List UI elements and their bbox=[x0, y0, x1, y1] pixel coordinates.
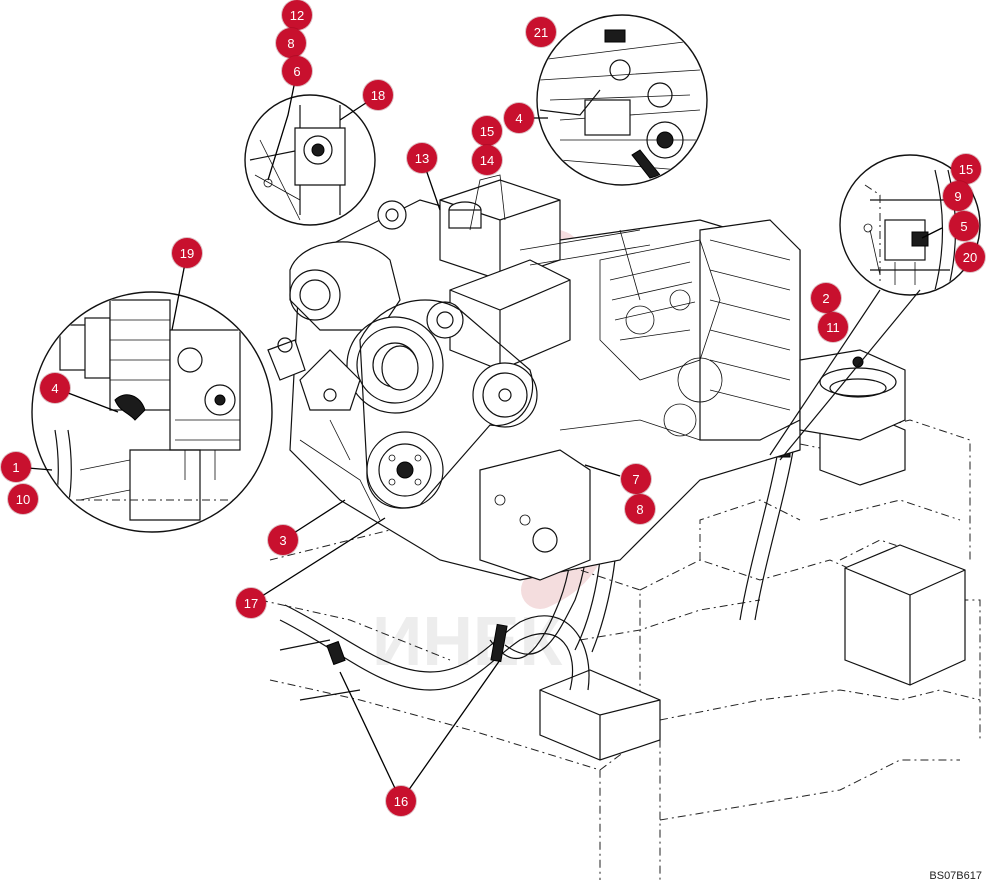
figure-code: BS07B617 bbox=[929, 870, 982, 882]
callout-label: 2 bbox=[822, 290, 830, 306]
callout-1[interactable]: 1 bbox=[1, 452, 31, 482]
callout-8[interactable]: 8 bbox=[625, 494, 655, 524]
callout-label: 8 bbox=[636, 501, 644, 517]
callout-label: 18 bbox=[370, 87, 386, 103]
callout-label: 13 bbox=[414, 150, 430, 166]
callout-15[interactable]: 15 bbox=[951, 154, 981, 184]
inset-leaders bbox=[769, 289, 921, 461]
callout-12[interactable]: 12 bbox=[282, 0, 312, 30]
inset-detail-21 bbox=[536, 14, 708, 186]
callout-9[interactable]: 9 bbox=[943, 181, 973, 211]
callout-8[interactable]: 8 bbox=[276, 28, 306, 58]
callout-label: 14 bbox=[479, 152, 495, 168]
callout-15[interactable]: 15 bbox=[472, 116, 502, 146]
callout-label: 17 bbox=[243, 595, 259, 611]
callout-label: 5 bbox=[960, 218, 968, 234]
callout-21[interactable]: 21 bbox=[526, 17, 556, 47]
engine-block bbox=[267, 174, 906, 581]
callout-16[interactable]: 16 bbox=[386, 786, 416, 816]
inset-detail-19 bbox=[31, 291, 273, 533]
callout-2[interactable]: 2 bbox=[811, 283, 841, 313]
callout-label: 8 bbox=[287, 35, 295, 51]
callout-label: 7 bbox=[632, 471, 640, 487]
callout-label: 15 bbox=[479, 123, 495, 139]
callout-17[interactable]: 17 bbox=[236, 588, 266, 618]
callout-label: 16 bbox=[393, 793, 409, 809]
callout-label: 12 bbox=[289, 7, 305, 23]
inset-detail-18 bbox=[244, 94, 376, 226]
callout-label: 15 bbox=[958, 161, 974, 177]
callout-13[interactable]: 13 bbox=[407, 143, 437, 173]
callout-label: 19 bbox=[179, 245, 195, 261]
callout-18[interactable]: 18 bbox=[363, 80, 393, 110]
svg-text:ИНЕК: ИНЕК bbox=[372, 602, 563, 680]
callout-label: 4 bbox=[515, 110, 523, 126]
callout-label: 20 bbox=[962, 249, 978, 265]
callout-6[interactable]: 6 bbox=[282, 56, 312, 86]
callout-label: 21 bbox=[533, 24, 549, 40]
callout-label: 11 bbox=[826, 319, 840, 335]
callout-label: 1 bbox=[12, 459, 20, 475]
callout-10[interactable]: 10 bbox=[8, 484, 38, 514]
callout-label: 9 bbox=[954, 188, 962, 204]
callout-3[interactable]: 3 bbox=[268, 525, 298, 555]
callout-5[interactable]: 5 bbox=[949, 211, 979, 241]
callout-4[interactable]: 4 bbox=[40, 373, 70, 403]
callout-11[interactable]: 11 bbox=[818, 312, 848, 342]
callout-label: 6 bbox=[293, 63, 301, 79]
callout-label: 3 bbox=[279, 532, 287, 548]
callout-label: 4 bbox=[51, 380, 59, 396]
callout-19[interactable]: 19 bbox=[172, 238, 202, 268]
callout-label: 10 bbox=[15, 491, 31, 507]
callout-7[interactable]: 7 bbox=[621, 464, 651, 494]
callout-14[interactable]: 14 bbox=[472, 145, 502, 175]
callout-4[interactable]: 4 bbox=[504, 103, 534, 133]
callout-20[interactable]: 20 bbox=[955, 242, 985, 272]
